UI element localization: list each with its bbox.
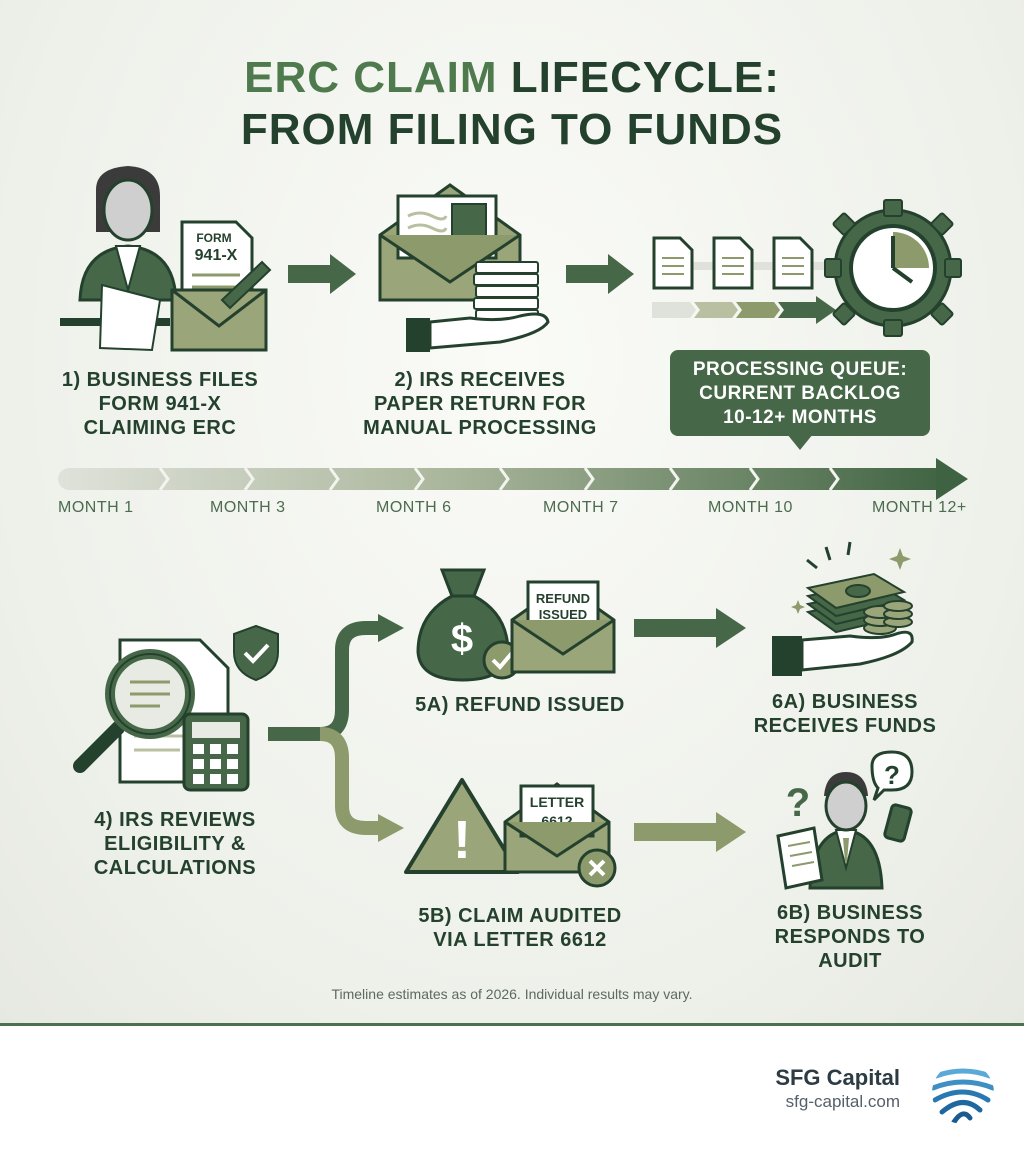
letter-text-1: LETTER <box>530 794 584 810</box>
calculator-icon <box>182 712 250 792</box>
callout-tail <box>787 434 813 450</box>
month-label: MONTH 12+ <box>872 499 967 516</box>
month-label: MONTH 1 <box>58 499 134 516</box>
letter-6612-envelope-icon: LETTER 6612 <box>503 782 617 888</box>
month-label: MONTH 10 <box>708 499 793 516</box>
magnifier-icon <box>73 649 195 773</box>
sfg-logo-icon <box>932 1062 994 1124</box>
money-bag-icon: $ <box>416 568 522 682</box>
title-line2: FROM FILING TO FUNDS <box>240 105 784 154</box>
receiving-hand-icon-2 <box>772 630 914 676</box>
paper-stack-icon <box>473 261 539 322</box>
shield-check-icon <box>233 624 279 682</box>
month-label: MONTH 7 <box>543 499 619 516</box>
question-left: ? <box>786 781 810 825</box>
refund-text-2: ISSUED <box>539 607 587 622</box>
page-title: ERC CLAIM LIFECYCLE: FROM FILING TO FUND… <box>0 52 1024 156</box>
title-accent: ERC CLAIM <box>244 53 498 102</box>
cash-stack-icon <box>791 541 913 635</box>
question-mark-icon: ? ? <box>786 750 914 825</box>
diagram-art: FORM 941-X <box>58 166 968 890</box>
form-label-2: 941-X <box>195 247 238 264</box>
form-941x-icon: FORM 941-X <box>170 220 272 352</box>
branch-connector <box>268 614 404 842</box>
businesswoman-icon <box>60 166 178 352</box>
arrow-5a-icon <box>634 608 746 648</box>
title-part2: LIFECYCLE: <box>510 53 780 102</box>
arrow-2-icon <box>566 254 634 294</box>
arrow-5b-icon <box>634 812 746 852</box>
refund-envelope-icon: REFUND ISSUED <box>510 580 616 674</box>
timeline-bar <box>58 458 968 500</box>
month-label: MONTH 6 <box>376 499 452 516</box>
form-label-1: FORM <box>196 231 231 245</box>
footer-divider <box>0 1023 1024 1026</box>
brand-url[interactable]: sfg-capital.com <box>785 1092 900 1111</box>
brand-name: SFG Capital <box>775 1065 900 1090</box>
exclaim-mark: ! <box>453 810 471 870</box>
step-5a-label: 5a) REFUND ISSUED <box>415 694 625 716</box>
mail-envelope-icon <box>378 183 522 302</box>
disclaimer-note: Timeline estimates as of 2026. Individua… <box>331 986 693 1002</box>
receiving-hand-icon <box>406 312 550 352</box>
warning-triangle-icon: ! <box>404 778 520 874</box>
clock-gear-icon <box>824 199 962 337</box>
refund-text-1: REFUND <box>536 591 590 606</box>
question-bubble: ? <box>884 760 900 790</box>
businessman-icon <box>776 772 913 890</box>
queued-documents-icon <box>652 236 850 324</box>
arrow-1-icon <box>288 254 356 294</box>
footer <box>0 1026 1024 1154</box>
dollar-sign: $ <box>451 617 473 661</box>
month-label: MONTH 3 <box>210 499 286 516</box>
